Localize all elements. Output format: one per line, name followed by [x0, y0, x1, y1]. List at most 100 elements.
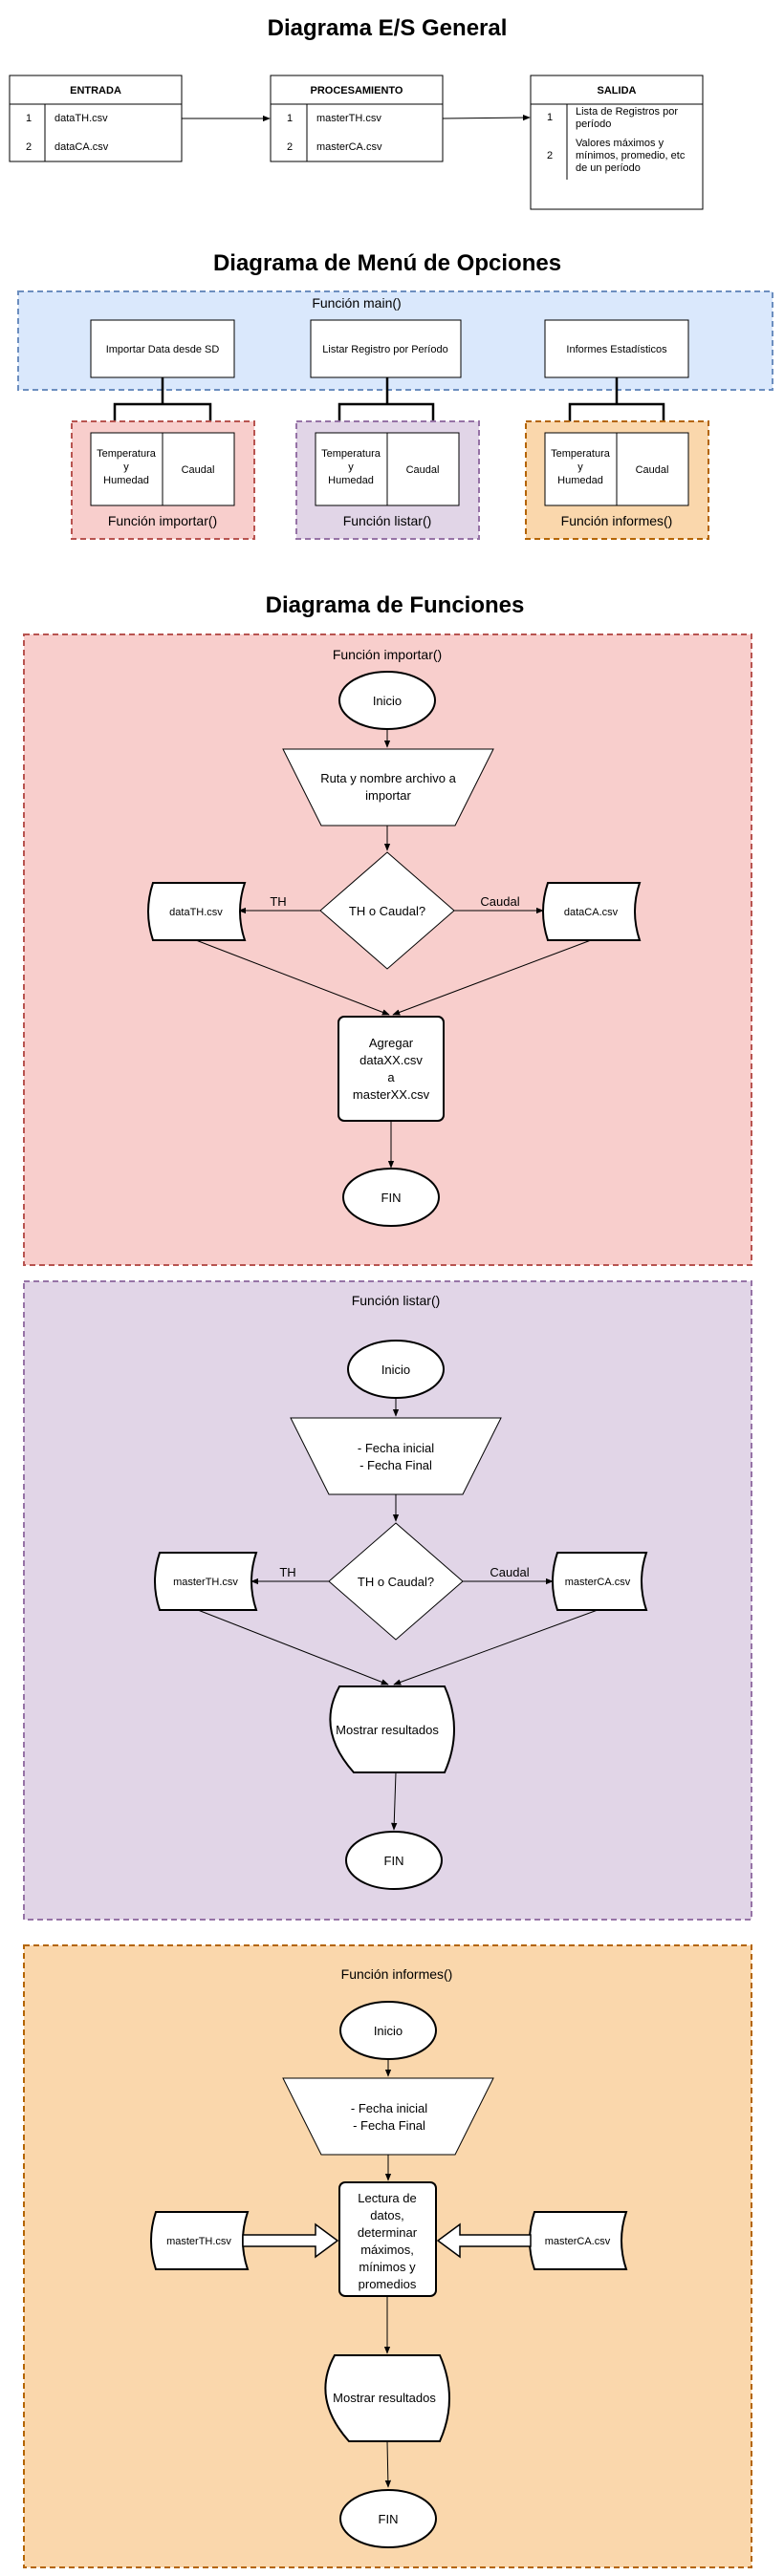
informes-process-line: máximos, [360, 2243, 414, 2257]
entrada-row-num: 1 [26, 113, 32, 124]
importar-end-label: FIN [381, 1191, 402, 1205]
option-caudal: Caudal [636, 464, 669, 476]
procesamiento-row-num: 1 [287, 113, 293, 124]
salida-row-num: 1 [547, 112, 553, 123]
informes-label: Función informes() [341, 1966, 453, 1982]
listar-right-file [552, 1552, 648, 1611]
salida-row-line: mínimos, promedio, etc [576, 150, 686, 161]
informes-right-file-label: masterCA.csv [545, 2236, 611, 2247]
section3-title: Diagrama de Funciones [266, 592, 525, 618]
importar-decision [319, 851, 455, 970]
importar-process [338, 1016, 445, 1122]
entrada-row-num: 2 [26, 141, 32, 153]
entrada-header: ENTRADA [70, 85, 121, 97]
option-line: y [123, 462, 129, 473]
option-line: Humedad [328, 475, 374, 486]
informes-right-file [529, 2211, 628, 2270]
listar-branch-th: TH [279, 1565, 295, 1579]
menu-connectors [113, 377, 665, 431]
listar-display [329, 1685, 455, 1773]
informes-process-line: mínimos y [359, 2260, 416, 2274]
informes-end-label: FIN [379, 2512, 399, 2526]
importar-end-terminator [342, 1168, 440, 1227]
informes-right-flow-arrow [436, 2222, 532, 2259]
informes-display [324, 2354, 450, 2442]
procesamiento-row-text: masterTH.csv [316, 113, 381, 124]
importar-left-file [147, 882, 247, 941]
importar-decision-label: TH o Caudal? [349, 904, 425, 918]
listar-input-line: - Fecha inicial [358, 1441, 434, 1455]
importar-right-file-label: dataCA.csv [564, 907, 619, 918]
salida-row-line: de un período [576, 162, 641, 174]
listar-display-label: Mostrar resultados [336, 1723, 439, 1737]
section1-title: Diagrama E/S General [268, 15, 508, 41]
informes-start-label: Inicio [374, 2024, 403, 2038]
listar-decision [328, 1522, 464, 1641]
importar-process-line: dataXX.csv [359, 1053, 423, 1067]
menu-item-label: Importar Data desde SD [106, 344, 220, 355]
salida-row-line: Valores máximos y [576, 138, 664, 149]
option-line: Temperatura [321, 448, 381, 460]
listar-input-line: - Fecha Final [359, 1458, 432, 1472]
entrada-table: ENTRADA 1 dataTH.csv 2 dataCA.csv [9, 75, 183, 162]
importar-process-line: masterXX.csv [353, 1087, 430, 1102]
importar-label: Función importar() [333, 647, 442, 662]
importar-input-shape [282, 748, 494, 826]
informes-process-line: promedios [359, 2277, 417, 2291]
importar-left-file-label: dataTH.csv [169, 907, 223, 918]
group-importar-label: Función importar() [108, 513, 217, 528]
section2-title: Diagrama de Menú de Opciones [213, 250, 561, 276]
salida-row-line: Lista de Registros por [576, 106, 678, 118]
informes-display-label: Mostrar resultados [333, 2391, 436, 2405]
menu-item-label: Listar Registro por Período [322, 344, 447, 355]
entrada-row-text: dataCA.csv [54, 141, 109, 153]
main-function-label: Función main() [312, 295, 401, 311]
informes-left-file-label: masterTH.csv [166, 2236, 231, 2247]
procesamiento-row-text: masterCA.csv [316, 141, 382, 153]
listar-right-file-label: masterCA.csv [565, 1577, 631, 1588]
option-caudal: Caudal [406, 464, 440, 476]
salida-row-num: 2 [547, 150, 553, 161]
importar-branch-caudal: Caudal [480, 894, 519, 909]
importar-right-file [542, 882, 642, 941]
informes-process-line: Lectura de [358, 2191, 416, 2205]
option-line: Humedad [103, 475, 149, 486]
group-listar-label: Función listar() [343, 513, 432, 528]
salida-table: SALIDA 1 Lista de Registros por período … [530, 75, 704, 210]
importar-branch-th: TH [270, 894, 286, 909]
listar-left-file-label: masterTH.csv [173, 1577, 238, 1588]
importar-input-line: importar [365, 788, 411, 803]
importar-start-label: Inicio [373, 694, 402, 708]
option-caudal: Caudal [182, 464, 215, 476]
informes-end-terminator [339, 2489, 437, 2548]
informes-process-line: datos, [370, 2208, 403, 2222]
procesamiento-row-num: 2 [287, 141, 293, 153]
importar-process-line: Agregar [369, 1036, 414, 1050]
informes-left-file [150, 2211, 250, 2270]
salida-header: SALIDA [598, 85, 637, 97]
salida-row-line: período [576, 118, 611, 130]
informes-input-line: - Fecha inicial [351, 2101, 427, 2115]
informes-process-line: determinar [358, 2225, 418, 2240]
menu-item-listar [310, 319, 462, 378]
importar-input-line: Ruta y nombre archivo a [320, 771, 456, 785]
informes-input-shape [282, 2077, 494, 2156]
listar-start-label: Inicio [381, 1363, 410, 1377]
menu-item-importar [90, 319, 235, 378]
option-line: Temperatura [97, 448, 157, 460]
listar-label: Función listar() [352, 1293, 441, 1308]
option-line: Humedad [557, 475, 603, 486]
option-line: Temperatura [551, 448, 611, 460]
listar-decision-label: TH o Caudal? [358, 1575, 434, 1589]
informes-left-flow-arrow [242, 2222, 339, 2259]
option-line: y [577, 462, 583, 473]
menu-item-informes [544, 319, 689, 378]
importar-process-line: a [387, 1070, 395, 1084]
informes-input-line: - Fecha Final [353, 2118, 425, 2133]
listar-end-terminator [345, 1831, 443, 1890]
procesamiento-table: PROCESAMIENTO 1 masterTH.csv 2 masterCA.… [270, 75, 444, 162]
procesamiento-header: PROCESAMIENTO [311, 85, 403, 97]
listar-input-shape [290, 1417, 502, 1495]
